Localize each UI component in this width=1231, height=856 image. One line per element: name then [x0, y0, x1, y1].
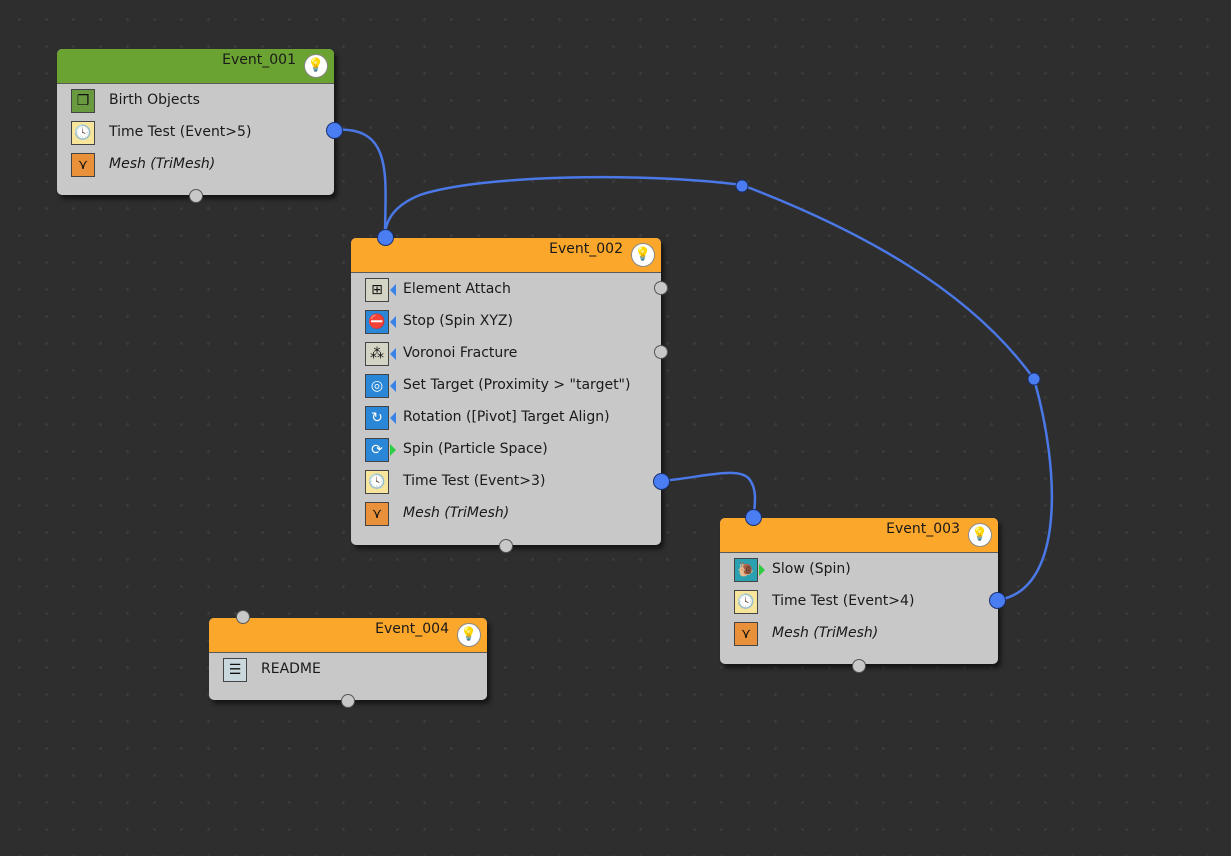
- operator-spin[interactable]: ⟳ Spin (Particle Space): [365, 438, 647, 464]
- event-output-port[interactable]: [341, 694, 355, 708]
- stop-icon: ⛔: [365, 310, 389, 334]
- input-arrow-icon: [390, 412, 396, 424]
- operator-readme[interactable]: ☰ README: [223, 658, 473, 684]
- event-output-port[interactable]: [189, 189, 203, 203]
- operator-stop[interactable]: ⛔ Stop (Spin XYZ): [365, 310, 647, 336]
- operator-label: Spin (Particle Space): [403, 441, 548, 457]
- element-attach-icon: ⊞: [365, 278, 389, 302]
- operator-label: README: [261, 661, 321, 677]
- light-bulb-icon[interactable]: 💡: [457, 623, 481, 647]
- event-header[interactable]: Event_004 💡: [209, 618, 487, 653]
- operator-label: Time Test (Event>4): [772, 593, 915, 609]
- operator-mesh[interactable]: ⋎ Mesh (TriMesh): [71, 153, 320, 179]
- operator-time-test[interactable]: 🕓 Time Test (Event>4): [734, 590, 984, 616]
- output-port-element-attach[interactable]: [654, 281, 668, 295]
- mesh-icon: ⋎: [365, 502, 389, 526]
- wire-knot[interactable]: [1027, 372, 1041, 386]
- operator-label: Stop (Spin XYZ): [403, 313, 513, 329]
- input-arrow-icon: [390, 284, 396, 296]
- operator-label: Mesh (TriMesh): [772, 625, 879, 641]
- operator-label: Mesh (TriMesh): [403, 505, 510, 521]
- clock-icon: 🕓: [365, 470, 389, 494]
- event-node-event001[interactable]: Event_001 💡 ❒ Birth Objects 🕓 Time Test …: [57, 49, 334, 195]
- output-port-time-test[interactable]: [326, 122, 343, 139]
- operator-rotation[interactable]: ↻ Rotation ([Pivot] Target Align): [365, 406, 647, 432]
- input-arrow-icon: [390, 348, 396, 360]
- spin-icon: ⟳: [365, 438, 389, 462]
- wire-event003-loop-to-event002[interactable]: [383, 175, 1054, 602]
- event-header[interactable]: Event_003 💡: [720, 518, 998, 553]
- event-output-port[interactable]: [499, 539, 513, 553]
- voronoi-icon: ⁂: [365, 342, 389, 366]
- event-title: Event_001: [222, 52, 296, 68]
- operator-slow[interactable]: 🐌 Slow (Spin): [734, 558, 984, 584]
- wire-knot[interactable]: [735, 179, 749, 193]
- event-input-port[interactable]: [236, 610, 250, 624]
- operator-label: Element Attach: [403, 281, 511, 297]
- active-arrow-icon: [390, 444, 396, 456]
- output-port-time-test[interactable]: [653, 473, 670, 490]
- event-input-port[interactable]: [377, 229, 394, 246]
- operator-time-test[interactable]: 🕓 Time Test (Event>5): [71, 121, 320, 147]
- event-title: Event_002: [549, 241, 623, 257]
- input-arrow-icon: [390, 380, 396, 392]
- light-bulb-icon[interactable]: 💡: [968, 523, 992, 547]
- active-arrow-icon: [759, 564, 765, 576]
- operator-label: Time Test (Event>3): [403, 473, 546, 489]
- input-arrow-icon: [390, 316, 396, 328]
- operator-mesh[interactable]: ⋎ Mesh (TriMesh): [365, 502, 647, 528]
- event-node-event002[interactable]: Event_002 💡 ⊞ Element Attach ⛔ Stop (Spi…: [351, 238, 661, 545]
- event-title: Event_003: [886, 521, 960, 537]
- target-icon: ◎: [365, 374, 389, 398]
- wire-event002-to-event003[interactable]: [660, 471, 757, 518]
- event-input-port[interactable]: [745, 509, 762, 526]
- operator-birth-objects[interactable]: ❒ Birth Objects: [71, 89, 320, 115]
- operator-label: Mesh (TriMesh): [109, 156, 216, 172]
- operator-voronoi-fracture[interactable]: ⁂ Voronoi Fracture: [365, 342, 647, 368]
- event-header[interactable]: Event_002 💡: [351, 238, 661, 273]
- mesh-icon: ⋎: [734, 622, 758, 646]
- readme-icon: ☰: [223, 658, 247, 682]
- light-bulb-icon[interactable]: 💡: [304, 54, 328, 78]
- output-port-time-test[interactable]: [989, 592, 1006, 609]
- snail-icon: 🐌: [734, 558, 758, 582]
- event-title: Event_004: [375, 621, 449, 637]
- output-port-voronoi-fracture[interactable]: [654, 345, 668, 359]
- operator-label: Rotation ([Pivot] Target Align): [403, 409, 610, 425]
- rotation-icon: ↻: [365, 406, 389, 430]
- clock-icon: 🕓: [734, 590, 758, 614]
- event-output-port[interactable]: [852, 659, 866, 673]
- operator-label: Birth Objects: [109, 92, 200, 108]
- operator-label: Time Test (Event>5): [109, 124, 252, 140]
- operator-set-target[interactable]: ◎ Set Target (Proximity > "target"): [365, 374, 647, 400]
- wire-event001-to-event002[interactable]: [333, 128, 387, 238]
- operator-label: Slow (Spin): [772, 561, 851, 577]
- birth-objects-icon: ❒: [71, 89, 95, 113]
- operator-label: Voronoi Fracture: [403, 345, 518, 361]
- event-node-event003[interactable]: Event_003 💡 🐌 Slow (Spin) 🕓 Time Test (E…: [720, 518, 998, 664]
- mesh-icon: ⋎: [71, 153, 95, 177]
- event-node-event004[interactable]: Event_004 💡 ☰ README: [209, 618, 487, 700]
- operator-label: Set Target (Proximity > "target"): [403, 377, 631, 393]
- operator-element-attach[interactable]: ⊞ Element Attach: [365, 278, 647, 304]
- event-header[interactable]: Event_001 💡: [57, 49, 334, 84]
- light-bulb-icon[interactable]: 💡: [631, 243, 655, 267]
- clock-icon: 🕓: [71, 121, 95, 145]
- operator-mesh[interactable]: ⋎ Mesh (TriMesh): [734, 622, 984, 648]
- operator-time-test[interactable]: 🕓 Time Test (Event>3): [365, 470, 647, 496]
